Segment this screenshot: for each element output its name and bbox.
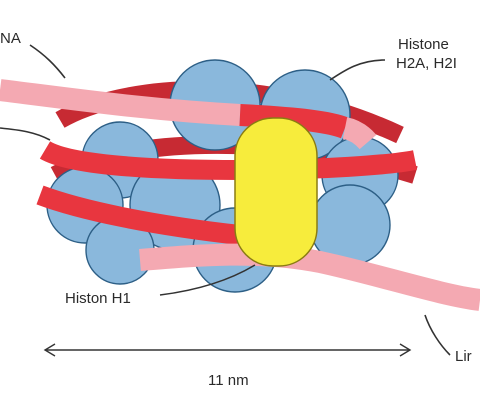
dna-lower-band	[36, 185, 480, 311]
scale-bar	[43, 343, 412, 357]
dna-upper-band	[0, 79, 377, 150]
left-pointer	[0, 127, 51, 141]
h1-pointer	[159, 264, 256, 296]
histone-label-line2: H2A, H2I	[396, 55, 457, 72]
linker-label: Lir	[455, 348, 472, 365]
dna-label: NA	[0, 30, 21, 47]
histone-label-line1: Histone	[398, 36, 449, 53]
histon-h1-label: Histon H1	[65, 290, 131, 307]
scale-label: 11 nm	[208, 372, 249, 389]
linker-pointer	[424, 314, 451, 356]
histone-h1	[234, 117, 318, 267]
histone-pointer	[329, 59, 386, 81]
dna-pointer	[29, 44, 66, 79]
pointer-arrows	[0, 44, 451, 356]
